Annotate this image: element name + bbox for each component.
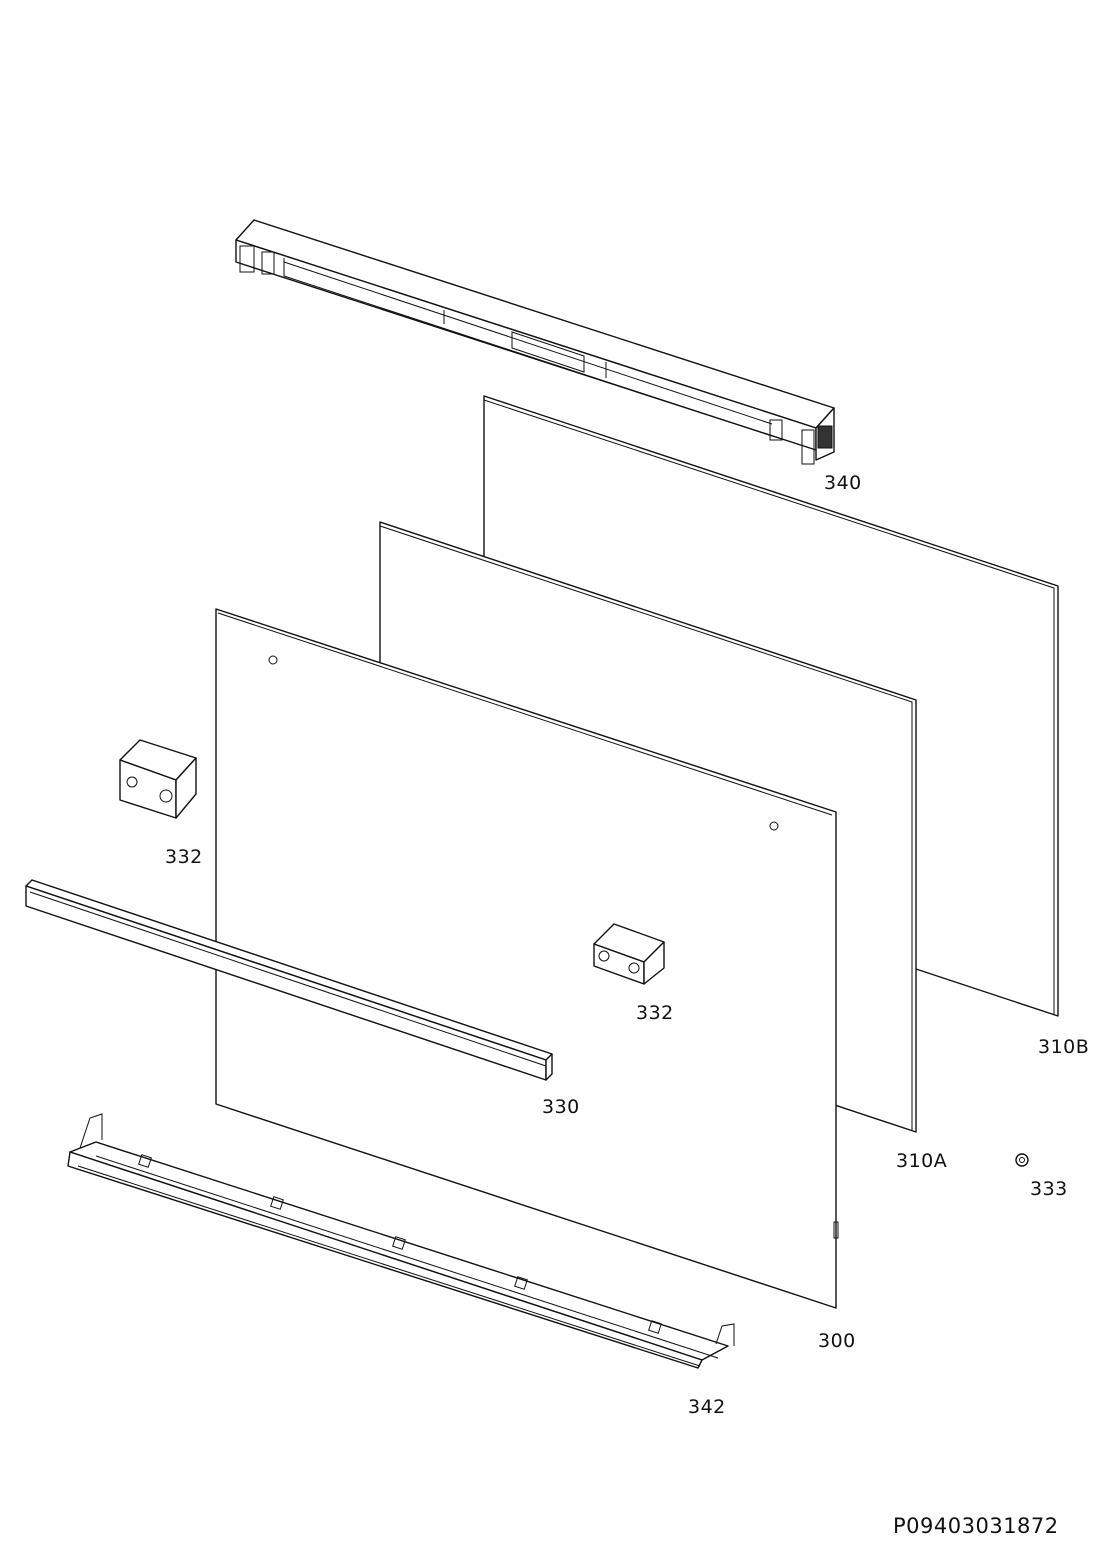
label-part-330: 330: [542, 1096, 580, 1118]
hinge-cover-332-center: [593, 923, 665, 985]
label-part-300: 300: [818, 1330, 856, 1352]
label-part-342: 342: [688, 1396, 726, 1418]
bottom-profile-342: [67, 1113, 735, 1369]
label-part-310a: 310A: [896, 1150, 948, 1172]
label-part-333: 333: [1030, 1178, 1068, 1200]
label-part-310b: 310B: [1038, 1036, 1090, 1058]
label-part-332-center: 332: [636, 1002, 674, 1024]
glass-panel-300: [215, 608, 839, 1309]
hinge-cover-332-left: [119, 739, 197, 819]
handle-strip-330: [25, 879, 553, 1081]
screw-333: [1015, 1153, 1029, 1167]
document-id: P09403031872: [893, 1514, 1059, 1538]
label-part-340: 340: [824, 472, 862, 494]
top-profile-340: [235, 219, 835, 465]
label-part-332-left: 332: [165, 846, 203, 868]
